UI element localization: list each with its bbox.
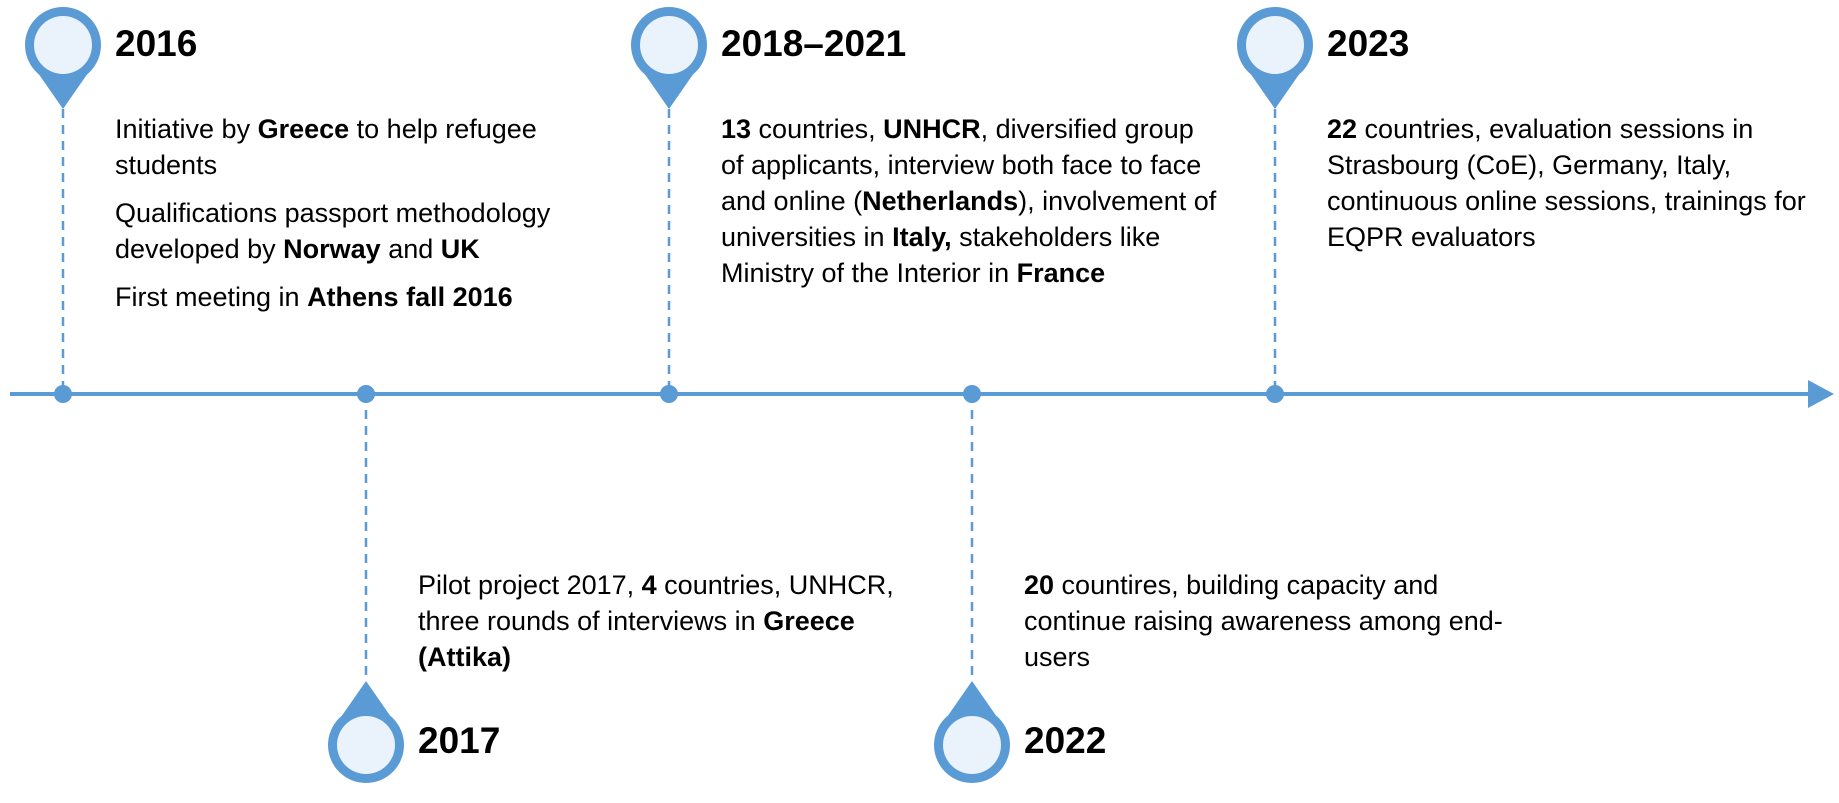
text-run: stakeholders like Ministry of the Interi… [721, 222, 1161, 288]
bold-text: 22 [1327, 114, 1358, 144]
event-year-2018-2021: 2018–2021 [721, 23, 907, 64]
description-paragraph: 20 countires, building capacity and cont… [1024, 567, 1514, 675]
text-run: Norway [283, 234, 381, 264]
pin-tail-2022 [947, 681, 997, 717]
bold-text: UNHCR [883, 114, 981, 144]
event-year-2016: 2016 [115, 23, 198, 64]
event-description-2016: Initiative by Greece to help refugee stu… [115, 111, 605, 315]
event-year-2017: 2017 [418, 720, 501, 761]
bold-text: France [1016, 258, 1106, 288]
text-run: Qualifications passport methodology deve… [115, 198, 551, 264]
pin-inner-2017 [337, 716, 395, 774]
pin-tail-2016 [38, 73, 88, 109]
pin-inner-2016 [34, 16, 92, 74]
description-paragraph: 22 countries, evaluation sessions in Str… [1327, 111, 1827, 255]
text-run: to help refugee students [115, 114, 537, 180]
description-paragraph: First meeting in Athens fall 2016 [115, 279, 605, 315]
event-year-2023: 2023 [1327, 23, 1410, 64]
bold-text: 20 [1024, 570, 1055, 600]
pin-tail-2018–2021 [644, 73, 694, 109]
pin-inner-2018–2021 [640, 16, 698, 74]
bold-text: 4 [641, 570, 657, 600]
text-run: UK [440, 234, 480, 264]
bold-text: 13 [721, 114, 752, 144]
timeline-dot-2018–2021 [660, 385, 678, 403]
timeline-dot-2017 [357, 385, 375, 403]
text-run: First meeting in [115, 282, 308, 312]
bold-text: Italy, [892, 222, 952, 252]
event-description-2018-2021: 13 countries, UNHCR, diversified group o… [721, 111, 1221, 291]
text-run: ), involvement of universities in [721, 186, 1217, 252]
event-description-2017: Pilot project 2017, 4 countries, UNHCR, … [418, 567, 938, 675]
timeline-arrowhead [1808, 380, 1834, 408]
pin-inner-2022 [943, 716, 1001, 774]
pin-tail-2017 [341, 681, 391, 717]
text-run: , diversified group of applicants, inter… [721, 114, 1202, 216]
text-run: Greece [257, 114, 350, 144]
description-paragraph: 13 countries, UNHCR, diversified group o… [721, 111, 1221, 291]
event-year-2022: 2022 [1024, 720, 1107, 761]
text-run: and [380, 234, 441, 264]
timeline-dot-2022 [963, 385, 981, 403]
bold-text: Greece (Attika) [418, 606, 855, 672]
timeline-dot-2016 [54, 385, 72, 403]
text-run: Athens fall 2016 [307, 282, 513, 312]
text-run: countries, UNHCR, three rounds of interv… [418, 570, 894, 636]
description-paragraph: Initiative by Greece to help refugee stu… [115, 111, 605, 183]
event-description-2023: 22 countries, evaluation sessions in Str… [1327, 111, 1827, 255]
event-description-2022: 20 countires, building capacity and cont… [1024, 567, 1514, 675]
description-paragraph: Pilot project 2017, 4 countries, UNHCR, … [418, 567, 938, 675]
text-run: countires, building capacity and continu… [1024, 570, 1503, 672]
text-run: countries, evaluation sessions in Strasb… [1327, 114, 1806, 252]
pin-inner-2023 [1246, 16, 1304, 74]
timeline-dot-2023 [1266, 385, 1284, 403]
bold-text: Netherlands [862, 186, 1019, 216]
text-run: Initiative by [115, 114, 258, 144]
text-run: Pilot project 2017, [418, 570, 642, 600]
description-paragraph: Qualifications passport methodology deve… [115, 195, 605, 267]
text-run: countries, [751, 114, 884, 144]
pin-tail-2023 [1250, 73, 1300, 109]
